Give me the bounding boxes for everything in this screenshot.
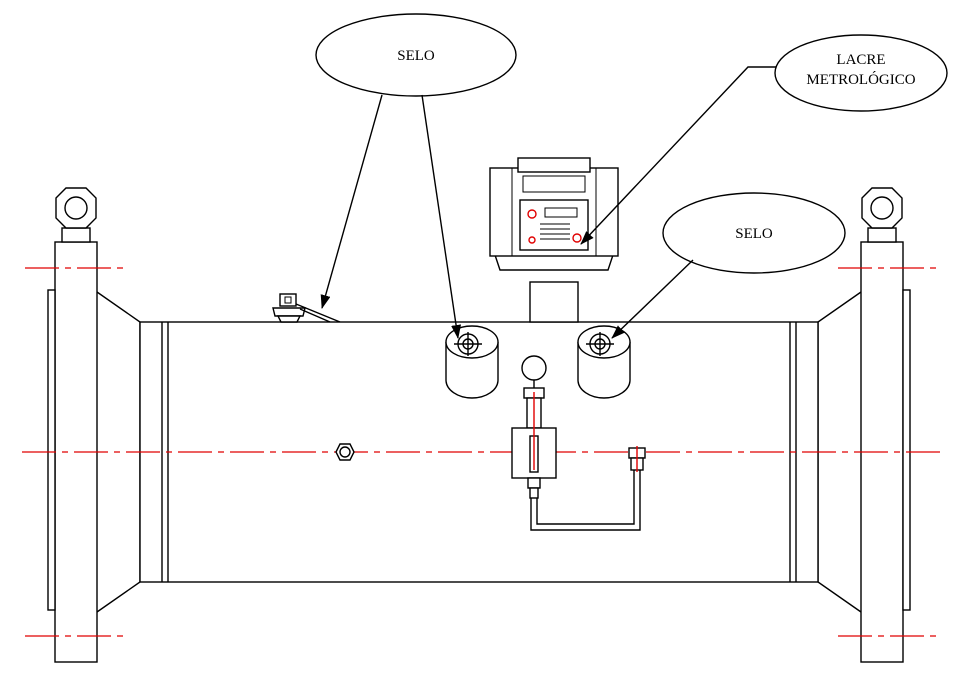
right-seal-boss	[577, 325, 631, 399]
callout-selo-top-label: SELO	[397, 48, 435, 64]
right-lifting-eye	[861, 187, 903, 243]
body-plug	[335, 443, 355, 461]
counter-head	[489, 157, 619, 323]
callout-lacre-metrologico: LACRE METROLÓGICO	[580, 34, 948, 245]
top-seal-fitting	[272, 293, 341, 323]
left-seal-boss	[445, 325, 499, 399]
callout-selo-top: SELO	[315, 13, 517, 339]
callout-lacre-line2: METROLÓGICO	[806, 71, 915, 88]
left-lifting-eye	[55, 187, 97, 243]
centre-lines	[22, 267, 940, 637]
callout-selo-right-label: SELO	[735, 226, 773, 242]
callout-selo-right: SELO	[611, 192, 846, 339]
pressure-tap-assembly	[511, 355, 646, 531]
callout-lacre-line1: LACRE	[836, 52, 885, 68]
